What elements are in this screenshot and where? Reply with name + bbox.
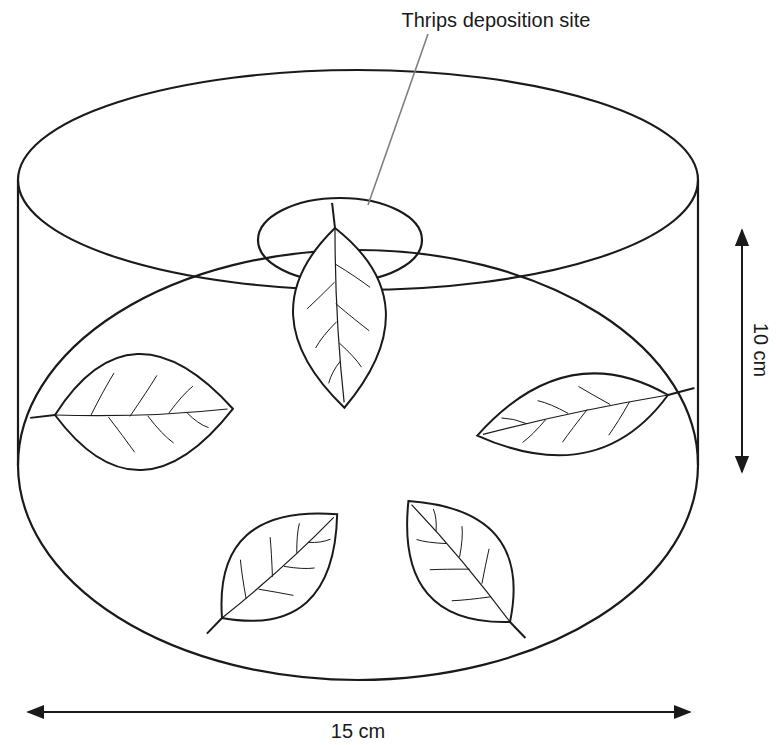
leaf — [176, 481, 367, 666]
leaf — [28, 351, 235, 474]
dimension-arrow — [741, 230, 743, 472]
leaf — [374, 472, 559, 668]
leader-line — [368, 34, 428, 205]
leaf — [287, 200, 390, 410]
dimension-arrow — [28, 711, 690, 713]
arena-wall — [17, 180, 19, 465]
dimension-label: 10 cm — [750, 323, 772, 377]
dimension-label: 15 cm — [331, 720, 385, 742]
callout-label: Thrips deposition site — [402, 9, 591, 31]
arena-wall — [697, 180, 699, 465]
leaf — [469, 351, 703, 474]
